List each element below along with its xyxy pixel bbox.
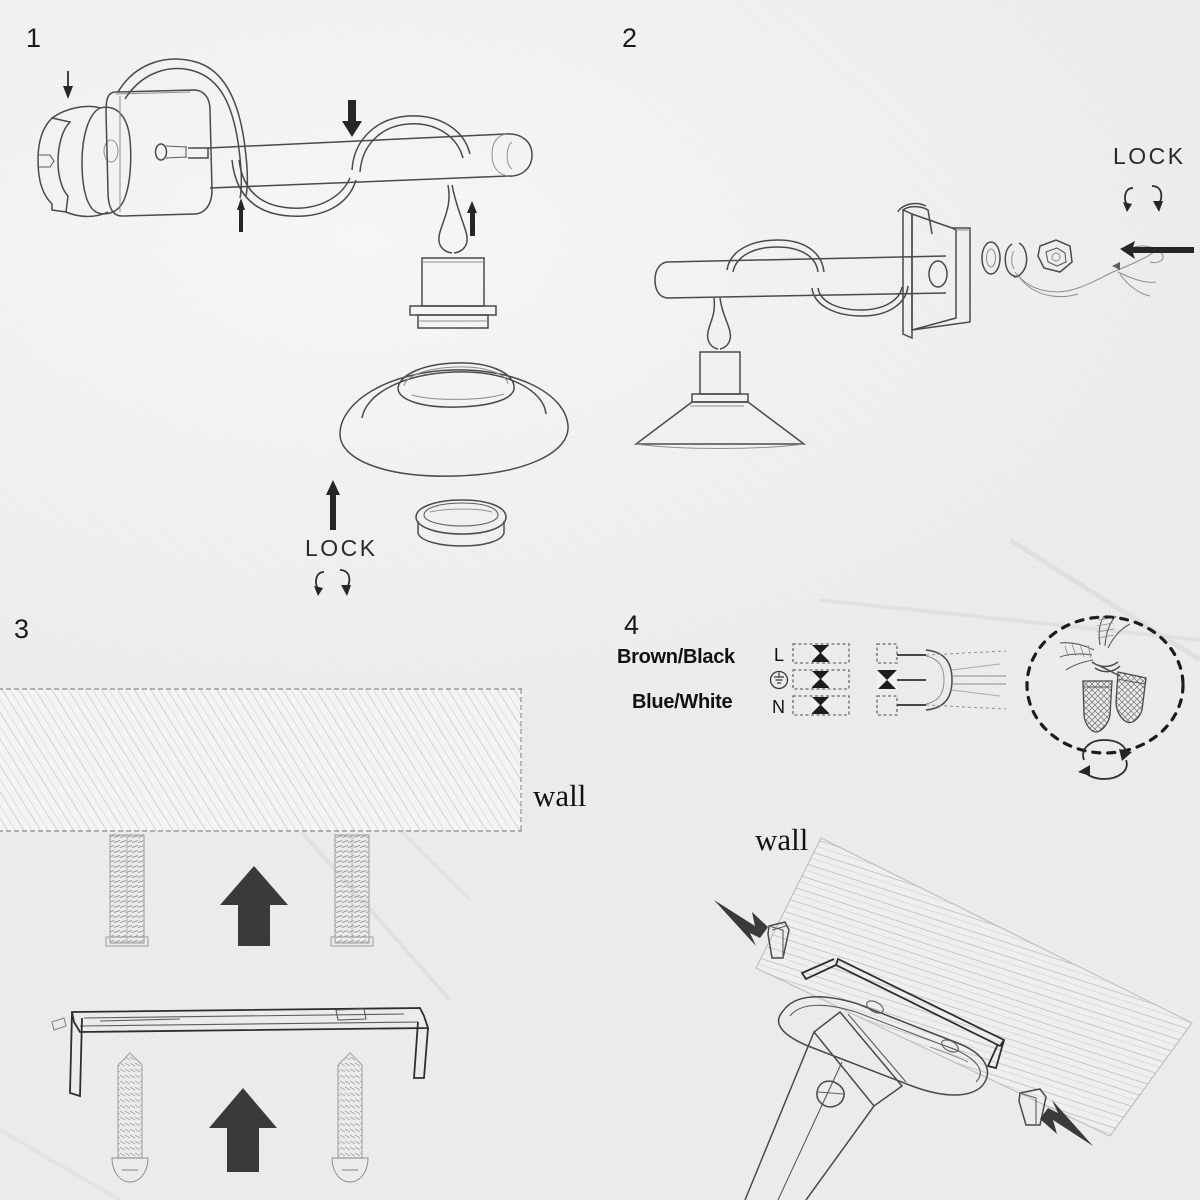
wall-section-hatched xyxy=(0,688,522,832)
bulb-socket-2 xyxy=(691,297,749,403)
terminal-letter-N: N xyxy=(772,697,785,717)
wire-label-brown-black: Brown/Black xyxy=(617,646,735,668)
up-arrow-screws xyxy=(209,1088,277,1172)
panel-3-drawing xyxy=(0,688,522,1183)
up-arrow-shade xyxy=(326,480,340,530)
rotation-hint-icon-4 xyxy=(1078,739,1132,780)
lock-label-panel-2: LOCK xyxy=(1113,143,1186,169)
fixing-screw-lower xyxy=(1018,1088,1047,1126)
wall-label-panel-4: wall xyxy=(755,822,809,857)
up-arrow-anchors xyxy=(220,866,288,946)
down-right-arrow-screw-upper xyxy=(714,900,768,946)
bulb-socket xyxy=(409,184,497,329)
lock-label-panel-1: LOCK xyxy=(305,535,378,561)
panel-number-1: 1 xyxy=(26,23,42,53)
panel-1-drawing xyxy=(37,58,569,596)
wire-connector-plug xyxy=(876,643,1007,716)
lamp-shade-dome xyxy=(339,362,569,477)
screw-terminal-block xyxy=(769,643,850,716)
wall-anchor-plug-left xyxy=(105,834,149,947)
screw-left xyxy=(111,1052,149,1183)
panel1-arrows xyxy=(63,71,477,236)
panel-4-drawing xyxy=(714,615,1193,1200)
mounting-bracket-bar xyxy=(51,1007,430,1098)
wire-label-blue-white: Blue/White xyxy=(632,691,733,713)
scan-creases xyxy=(0,537,1200,1200)
decorative-collar-rings-2 xyxy=(726,239,909,317)
up-arrow-socket xyxy=(467,201,477,236)
shade-retaining-ring xyxy=(415,499,507,547)
mounting-plate xyxy=(897,202,971,340)
terminal-letter-L: L xyxy=(774,645,785,665)
wire-nut-detail xyxy=(1025,615,1185,755)
fastener-stack xyxy=(981,239,1073,278)
screw-right xyxy=(331,1052,369,1183)
down-arrow-collar-left xyxy=(63,71,73,99)
supply-wires xyxy=(1014,245,1164,298)
wall-bracket-plate xyxy=(37,58,249,218)
panel-number-2: 2 xyxy=(622,23,638,53)
lamp-arm-tube xyxy=(207,133,533,189)
panel-2-drawing xyxy=(633,185,1194,449)
fixing-screw-upper xyxy=(767,921,790,959)
rotation-hint-icon-2 xyxy=(1123,185,1163,212)
decorative-collar-rings xyxy=(231,115,471,217)
panel-number-4: 4 xyxy=(624,610,640,640)
wire-nut-cap-right xyxy=(1115,671,1147,724)
panel-number-3: 3 xyxy=(14,614,30,644)
rotation-hint-icon-1 xyxy=(314,569,351,596)
wire-nut-cap-left xyxy=(1082,680,1113,733)
lamp-shade-dome-2 xyxy=(633,401,807,449)
earth-symbol-icon xyxy=(769,670,789,690)
up-arrow-collar-lower xyxy=(237,198,245,232)
up-left-arrow-screw-lower xyxy=(1040,1100,1093,1146)
left-arrow-fastener xyxy=(1120,241,1194,259)
down-arrow-collar-right xyxy=(342,100,362,137)
wall-label-panel-3: wall xyxy=(533,778,587,813)
lamp-body-mounted xyxy=(744,957,1006,1200)
wall-section-hatched-2 xyxy=(755,837,1193,1137)
wall-anchor-plug-right xyxy=(330,834,374,947)
